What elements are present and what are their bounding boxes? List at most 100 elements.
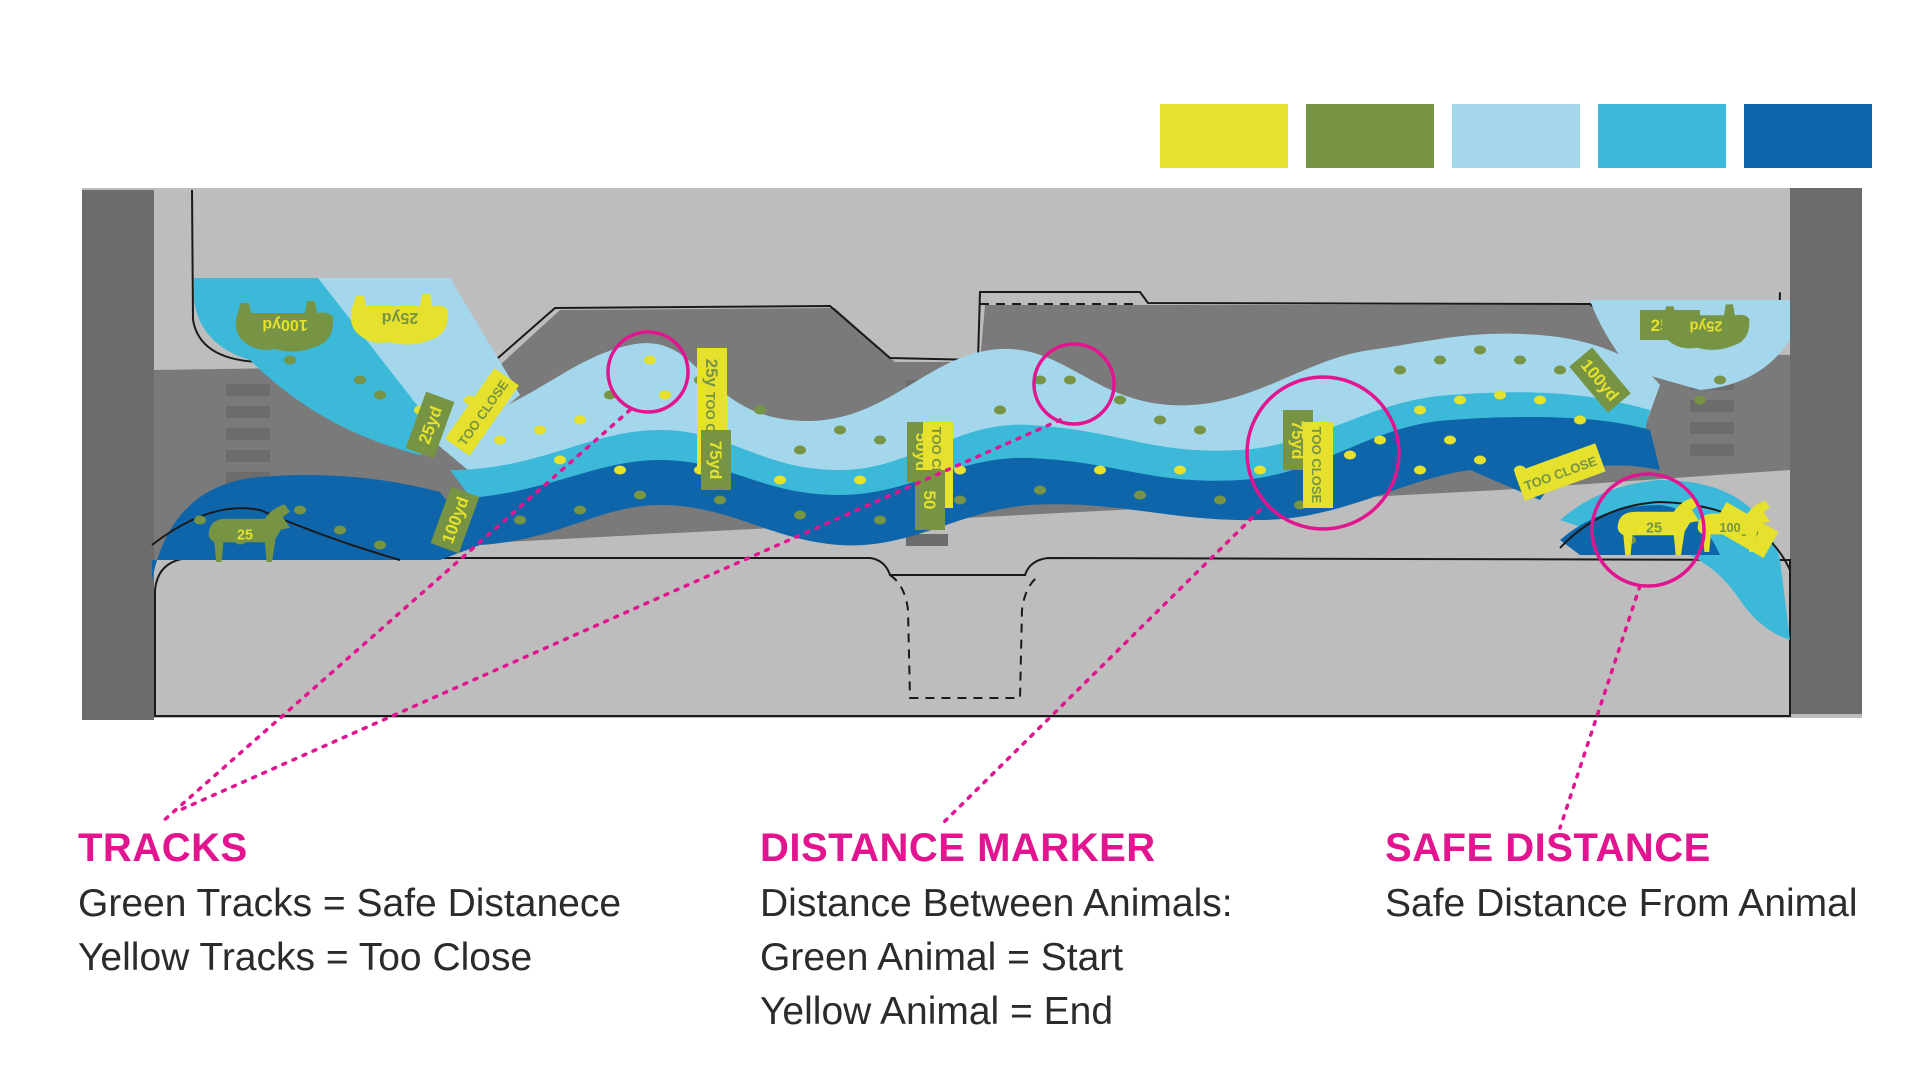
track-dot — [1694, 395, 1706, 405]
legend-distance-marker-line-2: Green Animal = Start — [760, 936, 1124, 979]
track-dot — [354, 375, 366, 385]
track-dot — [644, 355, 656, 365]
track-dot — [1474, 345, 1486, 355]
leader-line-safe — [1558, 584, 1642, 830]
bison-shape — [235, 301, 334, 352]
bison-icon: 100yd — [235, 301, 334, 352]
track-dot — [194, 515, 206, 525]
legend-safe-distance-heading: SAFE DISTANCE — [1385, 826, 1711, 870]
animal-distance-label: 25 — [1646, 521, 1662, 537]
track-dot — [284, 355, 296, 365]
swatch-dark-blue — [1744, 104, 1872, 168]
legend-distance-marker-line-1: Distance Between Animals: — [760, 882, 1233, 925]
moose-shape — [208, 504, 290, 562]
track-dot — [834, 425, 846, 435]
track-dot — [1094, 465, 1106, 475]
trail-band-dark — [430, 417, 1660, 546]
road-left-wall — [82, 190, 154, 720]
track-dot — [1374, 435, 1386, 445]
animal-distance-label: 100yd — [262, 316, 307, 333]
track-dot — [1414, 405, 1426, 415]
track-dot — [1344, 450, 1356, 460]
track-dot — [1214, 495, 1226, 505]
track-dot — [634, 490, 646, 500]
color-swatches — [1160, 104, 1872, 168]
legend-distance-marker-heading: DISTANCE MARKER — [760, 826, 1156, 870]
distance-marker-band — [915, 470, 945, 530]
track-dot — [1714, 375, 1726, 385]
moose-shape — [1697, 500, 1770, 552]
road-right-wall — [1790, 188, 1862, 714]
track-dot — [1394, 365, 1406, 375]
swatch-mid-blue — [1598, 104, 1726, 168]
track-dot — [574, 415, 586, 425]
track-dot — [1114, 395, 1126, 405]
track-dot — [1174, 465, 1186, 475]
bison-shape — [350, 294, 449, 345]
distance-marker: 75yd — [701, 430, 731, 490]
animal-distance-label: 25 — [237, 528, 253, 544]
track-dot — [874, 435, 886, 445]
distance-marker: 50 — [915, 470, 945, 530]
track-dot — [1474, 455, 1486, 465]
track-dot — [1034, 375, 1046, 385]
track-dot — [794, 510, 806, 520]
track-dot — [1134, 490, 1146, 500]
distance-marker: 25yd — [405, 391, 455, 459]
trail-area-bottom-left-line — [151, 507, 401, 561]
animal-distance-label: 100 — [1719, 520, 1740, 535]
leader-line-tracks-2 — [178, 418, 1062, 812]
track-dot — [1154, 415, 1166, 425]
distance-marker-band — [1514, 443, 1606, 501]
track-dot — [1534, 395, 1546, 405]
track-dot — [1514, 355, 1526, 365]
track-dot — [1494, 390, 1506, 400]
legend-tracks-line-2: Yellow Tracks = Too Close — [78, 936, 533, 979]
track-dot — [554, 455, 566, 465]
track-dot — [1434, 355, 1446, 365]
legend-distance-marker: DISTANCE MARKER Distance Between Animals… — [760, 826, 1233, 1039]
track-dot — [514, 515, 526, 525]
callouts — [160, 330, 1706, 830]
animal-distance-label: 25yd — [382, 309, 418, 326]
track-dot — [574, 505, 586, 515]
distance-marker-band — [405, 391, 455, 459]
leader-line-marker — [938, 508, 1262, 828]
track-dot — [714, 495, 726, 505]
track-dot — [1254, 465, 1266, 475]
legend-distance-marker-line-3: Yellow Animal = End — [760, 990, 1114, 1033]
distance-marker-band — [701, 430, 731, 490]
callout-circle-safe — [1590, 472, 1706, 588]
track-dot — [614, 465, 626, 475]
swatch-yellow — [1160, 104, 1288, 168]
callout-circle-track-2 — [1032, 342, 1116, 426]
animals-layer: 100yd 25yd 25yd 25 25 100 — [208, 294, 1770, 562]
animal-distance-label: 25yd — [1690, 318, 1723, 334]
track-dot — [1574, 415, 1586, 425]
trail-area-bottom-left — [152, 475, 480, 580]
legend-tracks-heading: TRACKS — [78, 826, 248, 870]
track-dot — [1554, 365, 1566, 375]
track-dot — [534, 425, 546, 435]
road-dash-lower — [889, 574, 1041, 699]
track-dot — [1194, 425, 1206, 435]
track-dot — [954, 465, 966, 475]
leader-line-tracks-1 — [160, 408, 632, 824]
track-dot — [1414, 465, 1426, 475]
distance-marker-band — [445, 368, 519, 456]
track-dot — [334, 525, 346, 535]
distance-marker-label: 75yd — [706, 441, 725, 480]
callout-circle-marker — [1245, 375, 1401, 531]
distance-marker-band — [1303, 422, 1333, 508]
track-dot — [1444, 435, 1456, 445]
moose-icon: 25 — [208, 504, 290, 562]
track-dot — [794, 445, 806, 455]
moose-shape — [1617, 497, 1699, 555]
track-dot — [374, 540, 386, 550]
distance-marker-band — [430, 486, 480, 554]
track-dot — [659, 390, 671, 400]
legend-tracks: TRACKS Green Tracks = Safe Distanece Yel… — [78, 826, 621, 985]
distance-marker-band — [1569, 347, 1631, 413]
